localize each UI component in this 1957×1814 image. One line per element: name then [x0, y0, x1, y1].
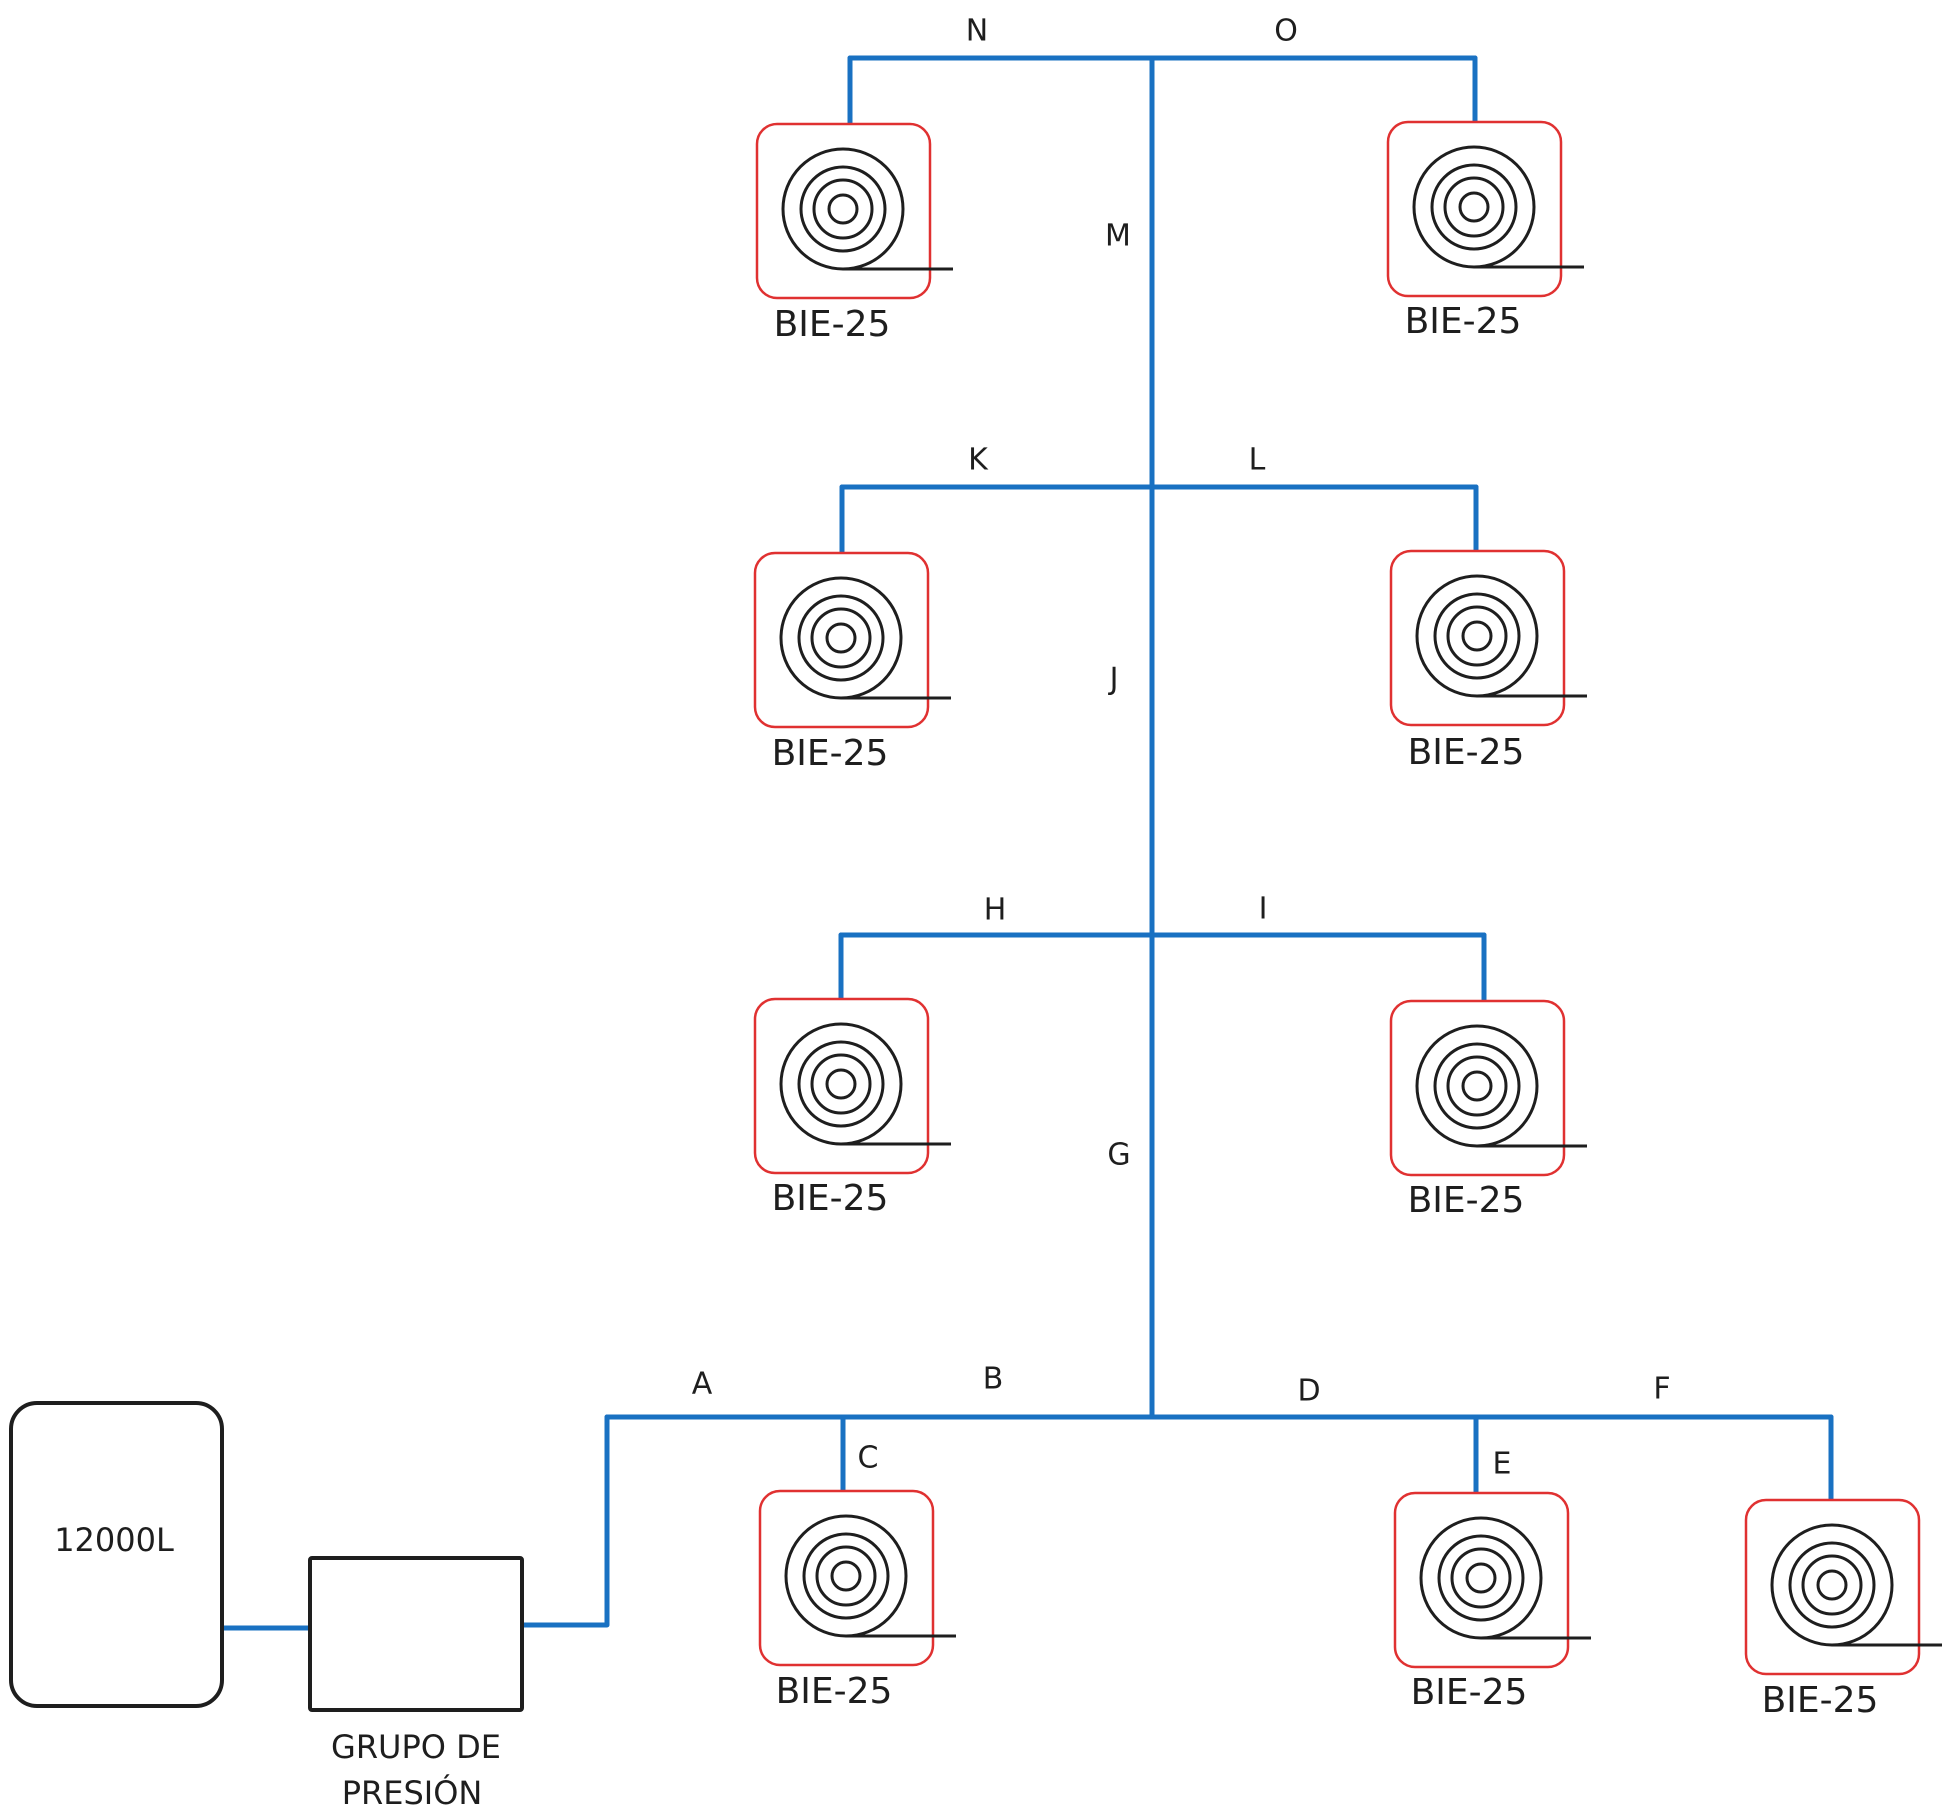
segment-label-k: K	[968, 443, 989, 478]
bie-cabinet: BIE-25	[1393, 1491, 1591, 1713]
pressure-group: GRUPO DE PRESIÓN	[308, 1556, 524, 1812]
bie-cabinet: BIE-25	[758, 1489, 956, 1712]
bie-cabinet: BIE-25	[753, 551, 951, 774]
bie-label: BIE-25	[1411, 1672, 1528, 1713]
bie-units: BIE-25 BIE-25 BIE-25	[753, 120, 1942, 1721]
pressure-group-body	[308, 1556, 524, 1712]
bie-label: BIE-25	[1762, 1680, 1879, 1721]
water-tank-body	[9, 1401, 224, 1708]
bie-label: BIE-25	[776, 1671, 893, 1712]
segment-label-a: A	[692, 1367, 713, 1402]
pressure-group-label-line1: GRUPO DE	[331, 1728, 501, 1766]
hose-reel-icon	[779, 1022, 951, 1146]
bie-cabinet: BIE-25	[1389, 549, 1587, 773]
segment-label-j: J	[1108, 662, 1119, 697]
bie-label: BIE-25	[1408, 732, 1525, 773]
water-tank: 12000L	[9, 1401, 224, 1708]
hose-reel-icon	[779, 576, 951, 700]
bie-cabinet: BIE-25	[1744, 1498, 1942, 1721]
bie-cabinet: BIE-25	[1386, 120, 1584, 342]
bie-label: BIE-25	[1405, 301, 1522, 342]
hose-reel-icon	[1412, 145, 1584, 269]
bie-label: BIE-25	[772, 733, 889, 774]
hose-reel-icon	[1415, 1024, 1587, 1148]
segment-label-c: C	[858, 1441, 879, 1476]
segment-label-i: I	[1259, 892, 1268, 927]
segment-label-b: B	[983, 1362, 1004, 1397]
bie-label: BIE-25	[772, 1178, 889, 1219]
bie-cabinet: BIE-25	[753, 997, 951, 1219]
hose-reel-icon	[781, 147, 953, 271]
segment-label-l: L	[1249, 443, 1266, 478]
segment-label-m: M	[1105, 219, 1131, 254]
hose-reel-icon	[784, 1514, 956, 1638]
segment-label-o: O	[1274, 14, 1298, 49]
bie-cabinet: BIE-25	[755, 122, 953, 345]
pipe-network	[219, 55, 1834, 1631]
bie-label: BIE-25	[1408, 1180, 1525, 1221]
segment-label-e: E	[1493, 1447, 1512, 1482]
pressure-group-label-line2: PRESIÓN	[342, 1773, 483, 1812]
segment-label-g: G	[1107, 1138, 1130, 1173]
bie-label: BIE-25	[774, 304, 891, 345]
water-tank-capacity: 12000L	[54, 1521, 174, 1559]
bie-cabinet: BIE-25	[1389, 999, 1587, 1221]
segment-label-f: F	[1653, 1372, 1670, 1407]
segment-labels: N O M K L J H I G A B C D E F	[692, 14, 1671, 1482]
pipe-pump-outlet	[519, 1414, 610, 1628]
segment-label-d: D	[1297, 1374, 1320, 1409]
hose-reel-icon	[1419, 1516, 1591, 1640]
hose-reel-icon	[1415, 574, 1587, 698]
segment-label-h: H	[984, 893, 1007, 928]
segment-label-n: N	[966, 14, 988, 49]
hose-reel-icon	[1770, 1523, 1942, 1647]
